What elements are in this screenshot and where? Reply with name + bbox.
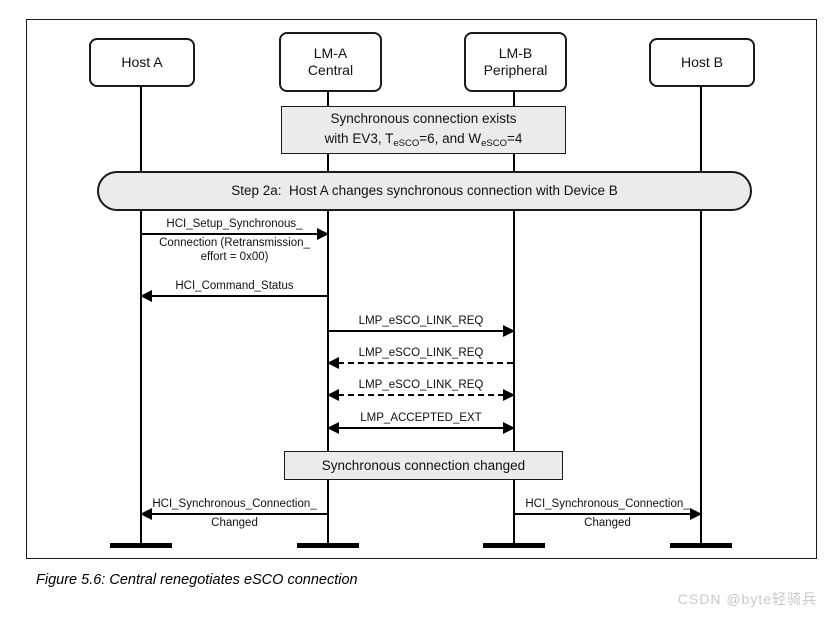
message-label: HCI_Synchronous_Connection_ — [152, 498, 317, 510]
actor-box-host-a: Host A — [89, 38, 195, 87]
message-label: HCI_Synchronous_Connection_ — [525, 498, 690, 510]
message-label: HCI_Command_Status — [175, 280, 294, 292]
message-label: LMP_eSCO_LINK_REQ — [358, 379, 484, 391]
message-label: HCI_Setup_Synchronous_ — [166, 218, 303, 230]
lifeline-end-bar-lm-a — [297, 543, 359, 548]
actor-label: Central — [307, 62, 354, 78]
arrowhead-right-icon — [317, 228, 329, 240]
note-line: Synchronous connection exists — [330, 111, 517, 126]
actor-label: Host A — [121, 54, 163, 70]
actor-label: LM-B — [498, 45, 533, 61]
actor-label: LM-A — [313, 45, 348, 61]
actor-label: Host B — [680, 54, 723, 70]
figure-caption: Figure 5.6: Central renegotiates eSCO co… — [36, 572, 358, 588]
actor-box-lm-a: LM-A Central — [279, 32, 382, 92]
note-sync-connection-exists: Synchronous connection exists with EV3, … — [281, 106, 566, 154]
arrow-line — [329, 330, 513, 332]
arrow-line — [329, 427, 513, 429]
step-2a-banner: Step 2a: Host A changes synchronous conn… — [97, 171, 752, 211]
message-label: LMP_eSCO_LINK_REQ — [358, 315, 484, 327]
message-label: Changed — [584, 517, 631, 529]
arrowhead-left-icon — [327, 389, 339, 401]
message-label: effort = 0x00) — [200, 251, 269, 263]
diagram-frame: Host A LM-A Central LM-B Peripheral Host… — [26, 19, 817, 559]
lifeline-end-bar-lm-b — [483, 543, 545, 548]
arrow-line — [142, 233, 327, 235]
message-label: LMP_ACCEPTED_EXT — [360, 412, 482, 424]
lifeline-lm-a — [327, 65, 329, 543]
note-line: with EV3, TeSCO=6, and WeSCO=4 — [324, 131, 523, 149]
arrow-line — [515, 513, 700, 515]
actor-label: Peripheral — [483, 62, 548, 78]
message-label: Changed — [211, 517, 258, 529]
arrowhead-left-icon — [140, 508, 152, 520]
actor-box-host-b: Host B — [649, 38, 755, 87]
message-label: LMP_eSCO_LINK_REQ — [358, 347, 484, 359]
arrow-line-dashed — [338, 394, 504, 396]
arrowhead-right-icon — [503, 389, 515, 401]
arrow-line — [142, 513, 327, 515]
lifeline-end-bar-host-b — [670, 543, 732, 548]
arrowhead-left-icon — [327, 422, 339, 434]
arrowhead-right-icon — [503, 325, 515, 337]
arrowhead-right-icon — [690, 508, 702, 520]
note-sync-connection-changed: Synchronous connection changed — [284, 451, 563, 480]
arrowhead-left-icon — [327, 357, 339, 369]
lifeline-lm-b — [513, 65, 515, 543]
lifeline-host-b — [700, 65, 702, 543]
message-label: Connection (Retransmission_ — [159, 237, 310, 249]
lifeline-host-a — [140, 65, 142, 543]
watermark: CSDN @byte轻骑兵 — [677, 591, 817, 607]
arrow-line-dashed — [338, 362, 513, 364]
arrowhead-right-icon — [503, 422, 515, 434]
arrowhead-left-icon — [140, 290, 152, 302]
arrow-line — [142, 295, 327, 297]
lifeline-end-bar-host-a — [110, 543, 172, 548]
actor-box-lm-b: LM-B Peripheral — [464, 32, 567, 92]
